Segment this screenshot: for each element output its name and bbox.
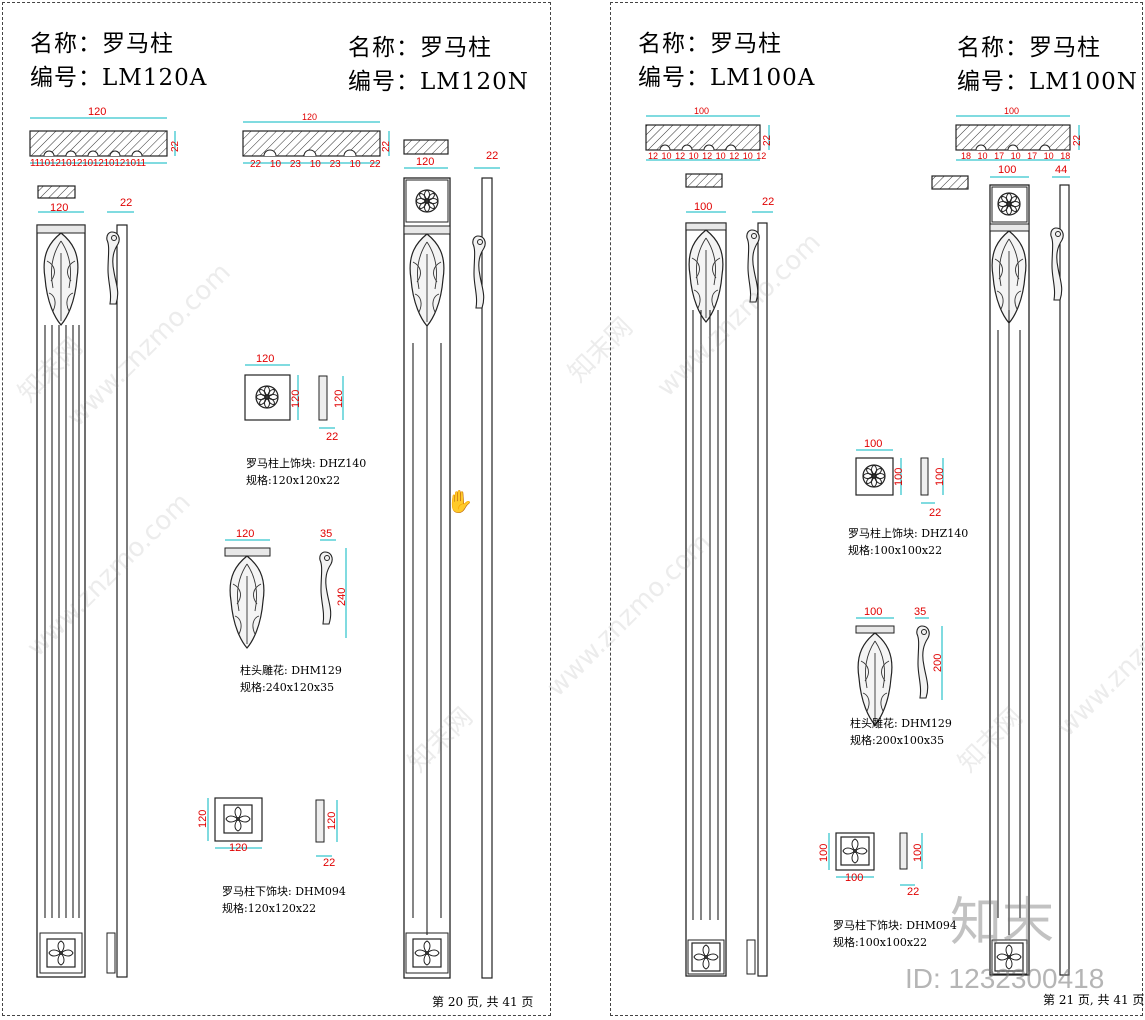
dim-thickness: 22 [907, 886, 920, 898]
dim-thickness: 22 [381, 140, 392, 152]
column-name: 名称：罗马柱 [348, 35, 492, 61]
part-caption: 罗马柱下饰块: DHM094 [833, 919, 957, 932]
page-number: 第 20 页, 共 41 页 [432, 995, 534, 1009]
dim-width: 120 [326, 811, 338, 830]
hand-cursor-icon: ✋ [446, 490, 474, 515]
dim-side: 44 [1055, 164, 1068, 176]
dim-width: 120 [302, 112, 318, 122]
dim-width: 120 [333, 389, 345, 408]
part-spec: 规格:240x120x35 [240, 681, 335, 694]
dim-thickness: 22 [326, 431, 339, 443]
dim-width: 100 [934, 467, 946, 486]
dim-width: 120 [197, 809, 209, 828]
dim-width: 120 [50, 202, 69, 214]
part-spec: 规格:200x100x35 [850, 734, 945, 747]
dim-thickness: 22 [120, 197, 133, 209]
drawing-sheet-right [610, 2, 1143, 1016]
dim-width: 100 [864, 438, 883, 450]
dim-thickness: 22 [929, 507, 942, 519]
profile-n-dims: 22 10 23 10 23 10 22 [250, 159, 381, 170]
part-caption: 柱头雕花: DHM129 [240, 664, 342, 677]
column-code: 编号：LM100A [638, 65, 816, 91]
dim-width: 100 [912, 843, 924, 862]
part-caption: 罗马柱上饰块: DHZ140 [848, 527, 969, 540]
column-code: 编号：LM100N [957, 69, 1138, 95]
part-spec: 规格:120x120x22 [222, 902, 317, 915]
brand-logo: 知末 [950, 893, 1055, 953]
dim-height: 200 [932, 653, 944, 672]
dim-width: 120 [256, 353, 275, 365]
dim-width: 100 [864, 606, 883, 618]
part-caption: 柱头雕花: DHM129 [850, 717, 952, 730]
dim-width: 120 [236, 528, 255, 540]
image-id: ID: 1232300418 [905, 963, 1105, 994]
column-name: 名称：罗马柱 [30, 31, 174, 57]
dim-thickness: 22 [323, 857, 336, 869]
dim-width: 100 [694, 201, 713, 213]
dim-thickness: 22 [1072, 134, 1083, 146]
column-code: 编号：LM120N [348, 69, 529, 95]
dim-thickness: 22 [762, 196, 775, 208]
dim-thickness: 22 [170, 140, 181, 152]
part-caption: 罗马柱上饰块: DHZ140 [246, 457, 367, 470]
dim-depth: 35 [320, 528, 333, 540]
part-spec: 规格:120x120x22 [246, 474, 341, 487]
column-code: 编号：LM120A [30, 65, 208, 91]
dim-height: 240 [336, 587, 348, 606]
dim-width: 120 [88, 106, 107, 118]
part-spec: 规格:100x100x22 [833, 936, 928, 949]
dim-width: 100 [845, 872, 864, 884]
dim-width: 120 [229, 842, 248, 854]
dim-width: 100 [818, 843, 830, 862]
dim-width: 100 [694, 106, 710, 116]
column-name: 名称：罗马柱 [638, 31, 782, 57]
page-number: 第 21 页, 共 41 页 [1043, 993, 1145, 1007]
dim-thickness: 22 [762, 134, 773, 146]
part-spec: 规格:100x100x22 [848, 544, 943, 557]
profile-n-dims: 18 10 17 10 17 10 18 [961, 151, 1071, 161]
dim-width: 120 [416, 156, 435, 168]
dim-width: 100 [893, 467, 905, 486]
dim-thickness: 22 [486, 150, 499, 162]
dim-width: 100 [998, 164, 1017, 176]
profile-a-dims: 1110121012101210121011 [30, 158, 146, 169]
drawing-sheet-left [2, 2, 551, 1016]
profile-a-dims: 12 10 12 10 12 10 12 10 12 [648, 151, 767, 161]
column-name: 名称：罗马柱 [957, 35, 1101, 61]
dim-width: 120 [290, 389, 302, 408]
dim-width: 100 [1004, 106, 1020, 116]
part-caption: 罗马柱下饰块: DHM094 [222, 885, 346, 898]
dim-depth: 35 [914, 606, 927, 618]
